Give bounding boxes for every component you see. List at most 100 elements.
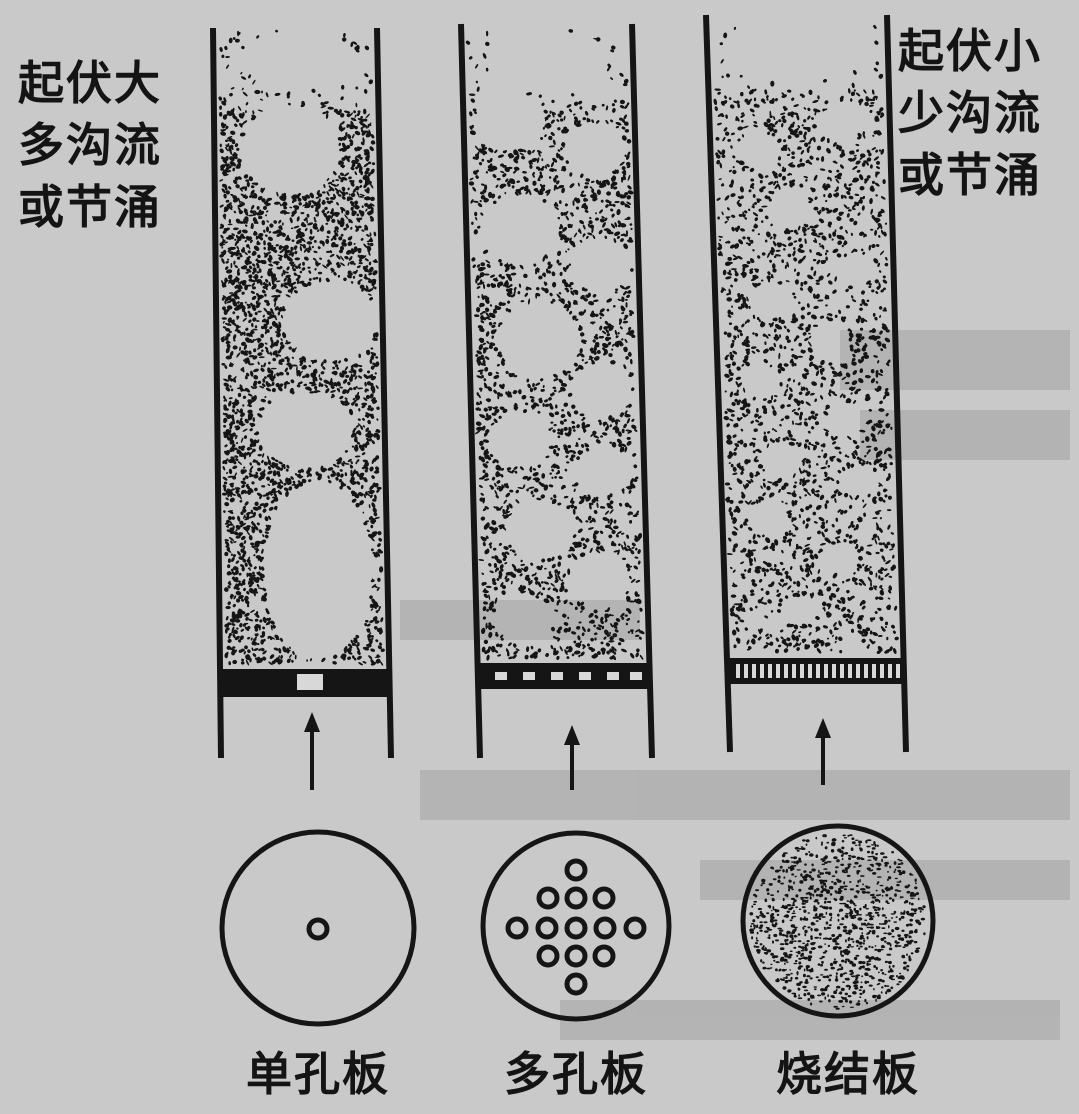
particle	[293, 245, 298, 250]
particle	[282, 222, 284, 225]
particle	[261, 365, 263, 368]
particle	[561, 409, 564, 412]
particle	[274, 301, 277, 307]
particle	[285, 341, 291, 345]
particle	[573, 232, 577, 237]
particle	[596, 350, 601, 355]
particle	[228, 558, 231, 563]
particle	[243, 173, 249, 179]
particle	[573, 509, 576, 515]
particle	[544, 134, 547, 138]
particle	[260, 367, 266, 373]
particle	[625, 563, 630, 569]
particle	[342, 37, 347, 42]
particle-bed	[465, 29, 645, 661]
particle	[281, 272, 283, 276]
particle	[264, 534, 269, 539]
particle	[627, 437, 631, 440]
particle	[243, 587, 247, 591]
particle	[380, 617, 384, 623]
particle	[355, 455, 361, 457]
particle	[232, 334, 237, 340]
particle	[486, 31, 488, 37]
particle	[535, 293, 537, 299]
particle	[326, 113, 329, 119]
particle	[559, 646, 563, 652]
particle	[237, 105, 242, 111]
particle	[220, 122, 226, 129]
particle	[480, 445, 485, 450]
particle	[363, 243, 368, 249]
particle	[530, 562, 534, 566]
particle	[612, 108, 617, 114]
particle	[482, 53, 487, 60]
particle	[248, 350, 252, 355]
particle	[336, 465, 339, 468]
particle	[616, 534, 620, 538]
particle	[564, 203, 568, 207]
particle	[375, 385, 379, 390]
particle	[229, 397, 233, 400]
particle	[317, 93, 321, 98]
particle	[622, 243, 628, 250]
particle	[469, 93, 476, 96]
particle	[220, 131, 227, 137]
particle	[241, 484, 246, 489]
particle	[304, 227, 308, 231]
particle	[219, 112, 222, 117]
particle	[493, 322, 496, 325]
particle	[580, 413, 585, 416]
particle	[263, 247, 266, 250]
particle	[365, 208, 368, 212]
particle	[235, 39, 240, 43]
particle	[232, 553, 236, 557]
particle	[307, 222, 314, 226]
particle	[592, 235, 596, 240]
particle	[591, 180, 595, 183]
particle	[625, 590, 629, 594]
particle	[241, 291, 245, 295]
particle	[262, 587, 267, 592]
particle	[232, 660, 237, 665]
column-single-orifice	[213, 28, 391, 790]
particle	[336, 202, 340, 206]
particle	[318, 374, 320, 378]
particle	[376, 542, 381, 547]
particle	[233, 260, 236, 264]
particle	[278, 219, 282, 224]
particle	[486, 283, 491, 288]
particle	[614, 201, 619, 203]
particle	[615, 291, 618, 293]
particle	[361, 229, 365, 232]
particle	[609, 442, 612, 444]
particle	[610, 119, 614, 123]
particle	[230, 556, 235, 562]
particle	[252, 374, 259, 380]
particle	[250, 509, 253, 514]
particle	[297, 384, 301, 387]
particle	[351, 498, 357, 504]
particle	[347, 656, 352, 661]
particle	[599, 530, 603, 535]
particle	[627, 185, 633, 191]
particle	[332, 463, 337, 467]
particle	[256, 522, 260, 526]
column-wall-left	[213, 28, 221, 758]
particle	[241, 659, 244, 662]
particle	[229, 38, 233, 44]
particle	[553, 449, 556, 455]
particle	[348, 176, 352, 180]
particle	[626, 440, 633, 447]
particle	[486, 586, 492, 589]
particle	[625, 356, 630, 361]
particle	[284, 367, 289, 373]
particle	[353, 243, 356, 245]
particle	[621, 338, 624, 341]
particle	[327, 106, 334, 109]
particle	[269, 223, 274, 228]
particle	[600, 506, 605, 509]
particle	[243, 540, 246, 544]
particle	[624, 446, 628, 452]
particle	[639, 655, 643, 661]
particle	[363, 72, 369, 78]
